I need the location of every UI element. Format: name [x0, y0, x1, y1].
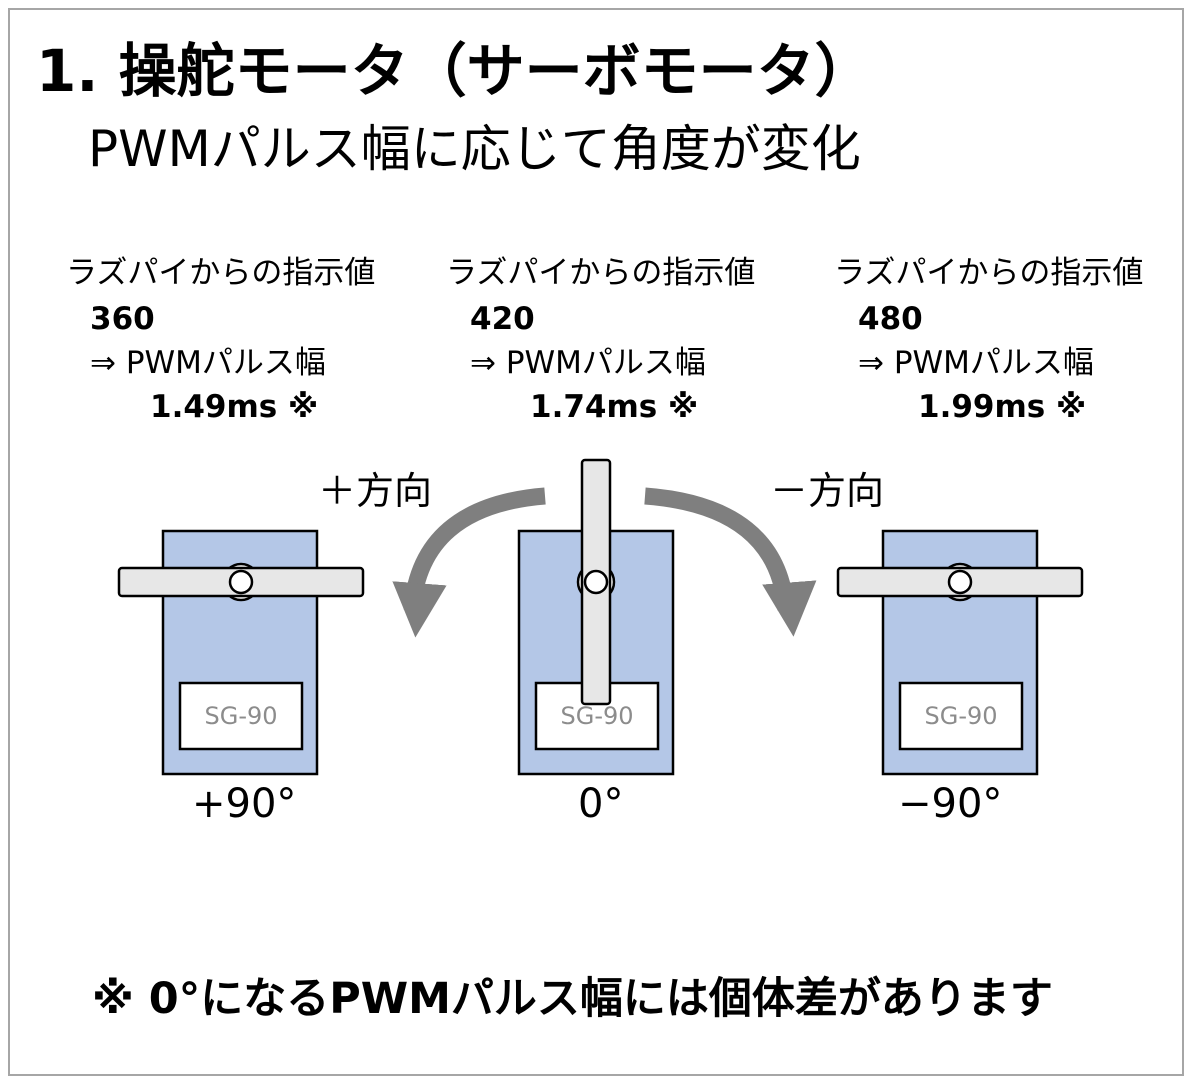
minus-direction-label: －方向	[770, 469, 885, 513]
slide-frame	[8, 8, 1184, 1076]
instruction-value: 360	[90, 301, 155, 337]
instruction-label: ラズパイからの指示値	[446, 255, 756, 291]
angle-label: −90°	[898, 781, 1003, 827]
footnote: ※ 0°になるPWMパルス幅には個体差があります	[92, 974, 1053, 1024]
servo-horn	[117, 566, 365, 598]
minus-direction-arrow	[644, 487, 817, 637]
model-label: SG-90	[924, 702, 997, 730]
model-label-plate	[178, 681, 304, 751]
plus-direction-label: ＋方向	[318, 469, 433, 513]
instruction-value: 420	[470, 301, 535, 337]
angle-label: +90°	[192, 781, 297, 827]
slide-title: 1. 操舵モータ（サーボモータ）	[36, 37, 873, 105]
instruction-value: 480	[858, 301, 923, 337]
pwm-arrow-label: ⇒ PWMパルス幅	[470, 345, 706, 381]
pulse-width-value: 1.99ms ※	[918, 389, 1087, 425]
servo-horn	[580, 458, 612, 706]
servo-horn	[836, 566, 1084, 598]
instruction-label: ラズパイからの指示値	[834, 255, 1144, 291]
angle-label: 0°	[578, 781, 624, 827]
plus-direction-arrow	[392, 487, 546, 638]
model-label-plate	[898, 681, 1024, 751]
pwm-arrow-label: ⇒ PWMパルス幅	[90, 345, 326, 381]
slide-subtitle: PWMパルス幅に応じて角度が変化	[88, 120, 861, 178]
instruction-label: ラズパイからの指示値	[66, 255, 376, 291]
pulse-width-value: 1.49ms ※	[150, 389, 319, 425]
pulse-width-value: 1.74ms ※	[530, 389, 699, 425]
model-label: SG-90	[204, 702, 277, 730]
model-label: SG-90	[560, 702, 633, 730]
pwm-arrow-label: ⇒ PWMパルス幅	[858, 345, 1094, 381]
